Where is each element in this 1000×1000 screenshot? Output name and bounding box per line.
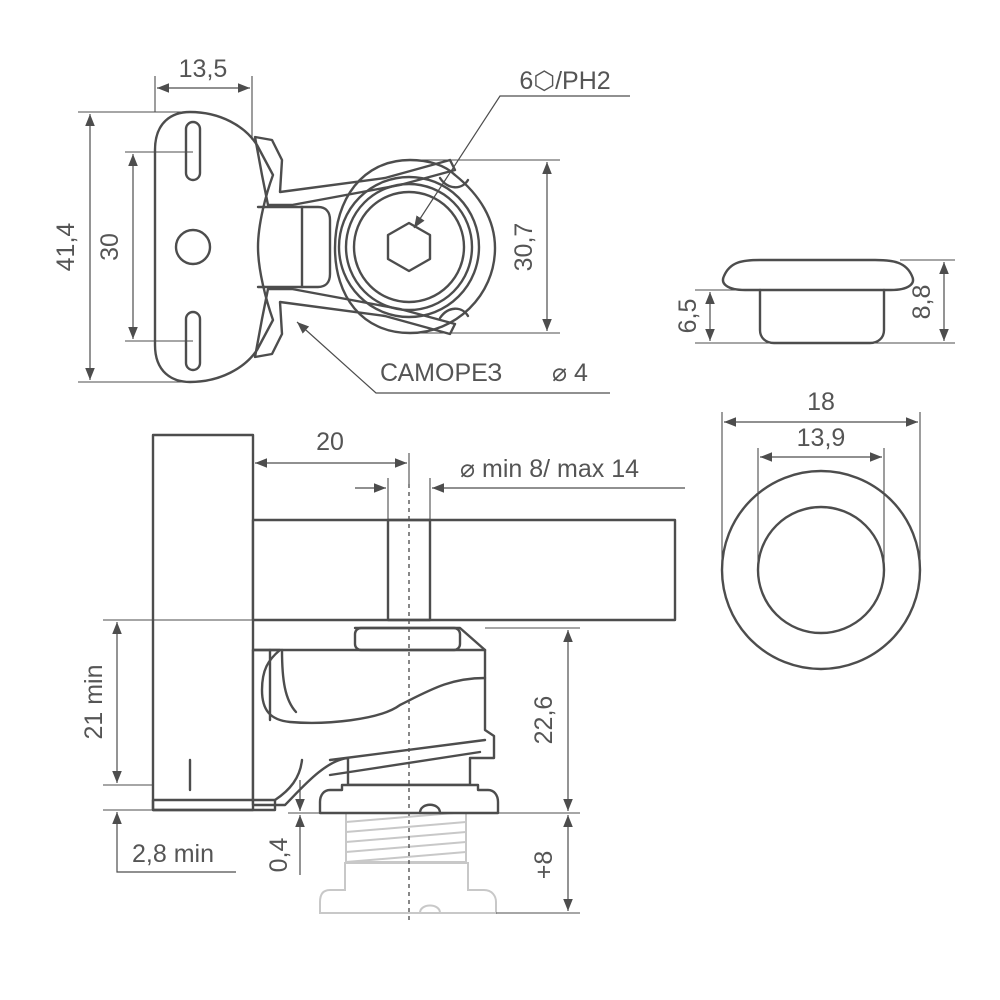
hinge-arm	[251, 518, 677, 622]
dim-arm-length: 20	[316, 428, 344, 456]
cap-head	[721, 258, 915, 292]
cap-body	[758, 288, 886, 345]
hinge-tongue	[256, 205, 332, 289]
hex-socket-icon	[386, 221, 432, 273]
cap-side-view: 6,5 8,8	[674, 258, 955, 345]
dim-flange-gap: 2,8 min	[132, 840, 214, 868]
dim-top-width: 13,5	[179, 55, 228, 83]
boss-ring-3	[352, 190, 466, 304]
boss-notch-top	[438, 176, 470, 189]
front-view: 20 ⌀ min 8/ max 14 21 min 2,8 min 22,6 +…	[80, 428, 685, 920]
dim-cap-outer-diameter: 18	[807, 388, 835, 416]
boss-outer	[333, 158, 497, 335]
threaded-rod	[345, 811, 467, 863]
dim-cap-inner-diameter: 13,9	[797, 424, 846, 452]
mounting-plate-side	[151, 433, 255, 812]
boss-ring-2	[344, 182, 474, 312]
hinge-arm-upper	[253, 135, 457, 207]
center-hole	[174, 228, 212, 266]
boss-notch-bottom	[438, 307, 470, 320]
dim-adjust-range: +8	[530, 851, 558, 880]
slot-hole-top	[184, 120, 202, 182]
lower-body	[251, 648, 496, 807]
cap-outer-circle	[720, 469, 922, 671]
cap-inner-circle	[756, 505, 886, 635]
dim-cap-total-height: 8,8	[908, 285, 936, 320]
label-drive: 6⬡/PH2	[519, 67, 610, 95]
dim-gap: 0,4	[265, 838, 293, 873]
dim-total-height: 41,4	[52, 223, 80, 272]
boss-ring-1	[337, 175, 481, 319]
dim-hole-spacing: 30	[96, 233, 124, 261]
hinge-arm-lower	[253, 287, 457, 359]
dim-cap-inner-height: 6,5	[674, 299, 702, 334]
label-screw: САМОРЕЗ	[380, 359, 502, 387]
label-screw-diameter: ⌀ 4	[552, 359, 588, 387]
top-view: 13,5 41,4 30 30,7 6⬡/PH2 САМОРЕЗ ⌀ 4	[52, 55, 630, 394]
dim-boss-height: 30,7	[510, 223, 538, 272]
dim-clamp-height: 21 min	[80, 664, 108, 739]
label-bore-range: ⌀ min 8/ max 14	[460, 455, 639, 483]
dim-adjust-height: 22,6	[530, 696, 558, 745]
cap-top-view: 18 13,9	[720, 388, 922, 671]
adjuster-ghost	[319, 862, 497, 914]
